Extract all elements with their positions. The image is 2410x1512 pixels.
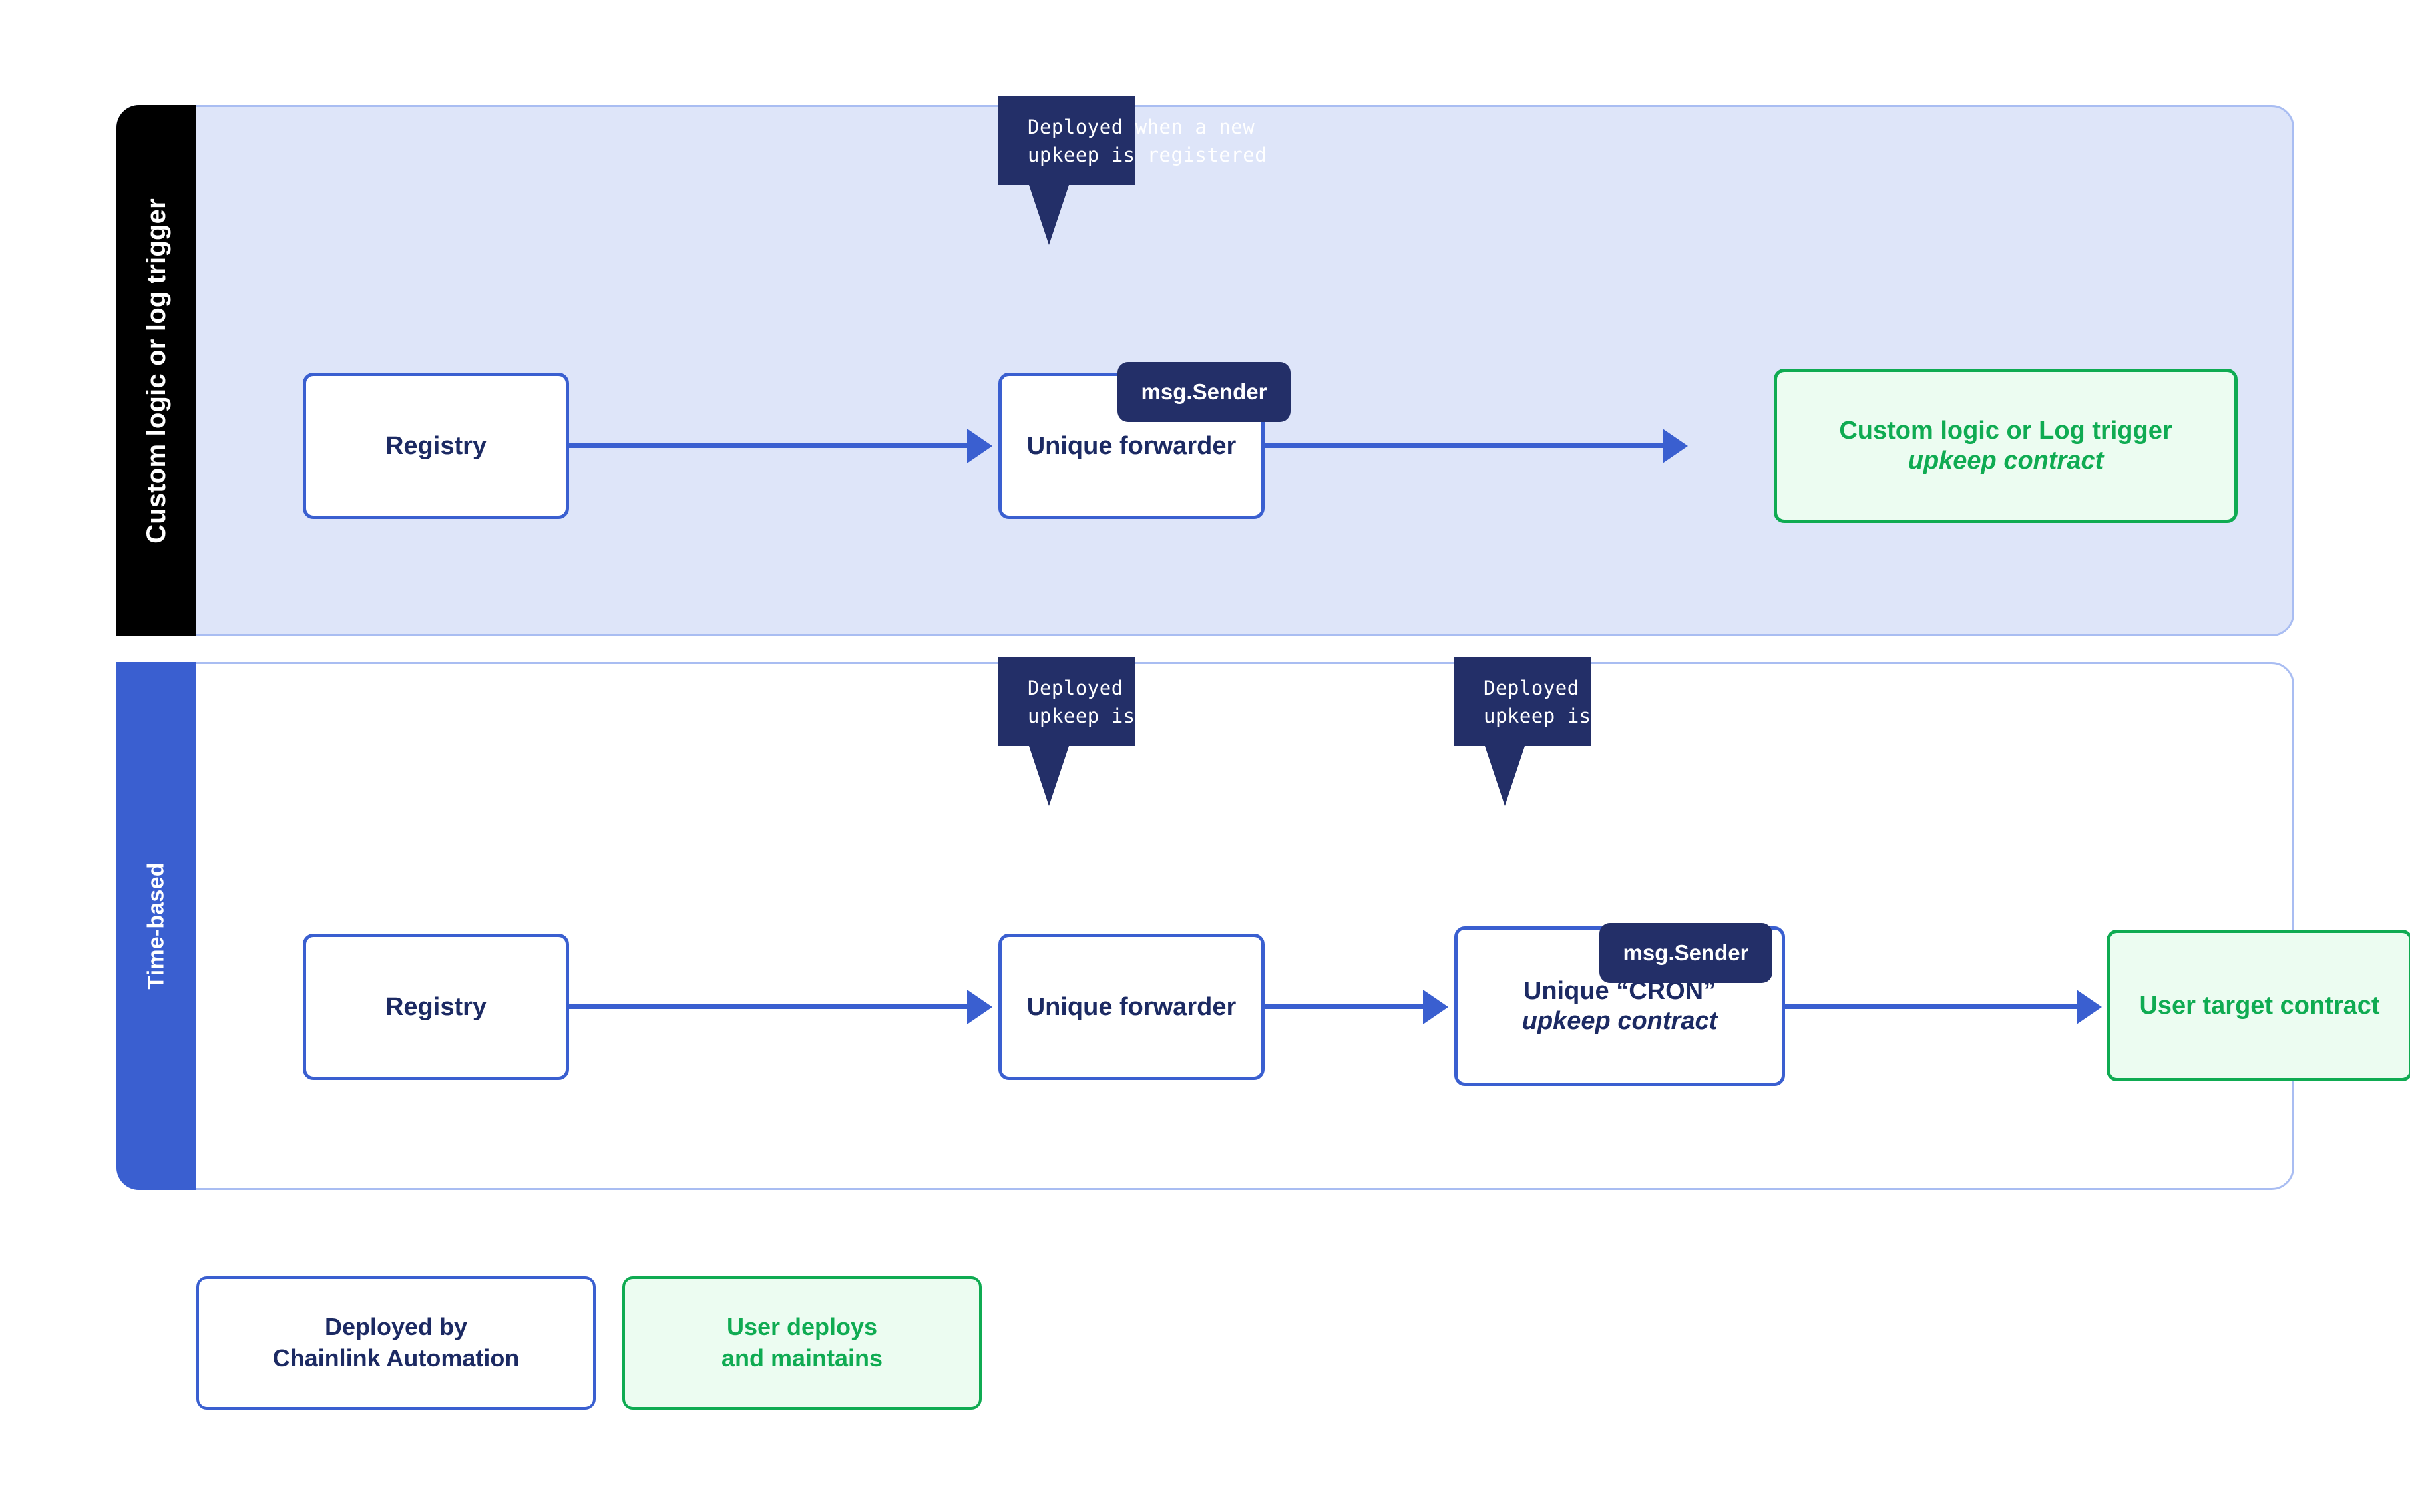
pill-msg-sender-custom: msg.Sender — [1117, 362, 1291, 422]
lane-label-time-based: Time-based — [143, 862, 169, 990]
legend-deployed-by-chainlink-automation-line1: Deployed by — [324, 1313, 468, 1341]
callout-line-2: upkeep is registered — [1028, 702, 1267, 730]
arrow-forwarder-to-target-custom — [1265, 443, 1663, 448]
callout-line-1: Deployed when a new — [1028, 674, 1255, 702]
arrow-head-forwarder-to-target-custom — [1663, 429, 1688, 463]
callout-deployed-when-new-upkeep-time-cron: Deployed when a new upkeep is registered — [1454, 657, 1722, 807]
arrow-registry-to-forwarder-time — [569, 1004, 967, 1009]
arrow-cron-to-user-target-time — [1785, 1004, 2077, 1009]
callout-line-2: upkeep is registered — [1484, 702, 1722, 730]
legend-deployed-by-chainlink-automation: Deployed by Chainlink Automation — [196, 1276, 596, 1410]
node-registry-time[interactable]: Registry — [303, 934, 569, 1080]
lane-panel-time-based: Time-based Registry Unique forwarder Dep… — [116, 657, 2410, 1190]
node-registry-custom[interactable]: Registry — [303, 373, 569, 519]
lane-strip-custom-logic: Custom logic or log trigger — [116, 105, 196, 636]
node-custom-logic-upkeep-contract-line1: Custom logic or Log trigger — [1839, 417, 2172, 445]
legend-deployed-by-chainlink-automation-line2: Chainlink Automation — [272, 1344, 520, 1372]
callout-deployed-when-new-upkeep-time-forwarder: Deployed when a new upkeep is registered — [998, 657, 1267, 807]
arrow-head-forwarder-to-cron-time — [1423, 990, 1448, 1024]
node-registry-time-label: Registry — [385, 992, 487, 1021]
lane-strip-time-based: Time-based — [116, 662, 196, 1190]
callout-deployed-when-new-upkeep-custom: Deployed when a new upkeep is registered — [998, 96, 1267, 246]
arrow-head-cron-to-user-target-time — [2077, 990, 2102, 1024]
callout-tail-icon — [1029, 746, 1069, 807]
callout-line-1: Deployed when a new — [1028, 113, 1255, 141]
callout-tail-icon — [1029, 185, 1069, 246]
node-custom-logic-upkeep-contract[interactable]: Custom logic or Log trigger upkeep contr… — [1774, 369, 2238, 523]
node-unique-forwarder-time-label: Unique forwarder — [1026, 992, 1237, 1021]
lane-label-custom-logic: Custom logic or log trigger — [141, 198, 171, 544]
arrow-head-registry-to-forwarder-custom — [967, 429, 992, 463]
lane-panel-time-based-body — [116, 662, 2294, 1190]
node-unique-forwarder-custom-label: Unique forwarder — [1026, 431, 1237, 460]
pill-msg-sender-custom-label: msg.Sender — [1141, 379, 1267, 404]
callout-line-1: Deployed when a new — [1484, 674, 1710, 702]
callout-line-2: upkeep is registered — [1028, 141, 1267, 169]
node-registry-custom-label: Registry — [385, 431, 487, 460]
arrow-forwarder-to-cron-time — [1265, 1004, 1423, 1009]
arrow-registry-to-forwarder-custom — [569, 443, 967, 448]
legend-user-deploys-and-maintains-line2: and maintains — [721, 1344, 883, 1372]
pill-msg-sender-time: msg.Sender — [1599, 923, 1772, 983]
node-user-target-contract[interactable]: User target contract — [2107, 930, 2410, 1081]
node-custom-logic-upkeep-contract-line2: upkeep contract — [1908, 447, 2104, 474]
node-user-target-contract-label: User target contract — [2139, 991, 2380, 1020]
callout-tail-icon — [1485, 746, 1525, 807]
node-unique-cron-upkeep-contract-line2: upkeep contract — [1521, 1007, 1718, 1035]
pill-msg-sender-time-label: msg.Sender — [1623, 940, 1749, 965]
arrow-head-registry-to-forwarder-time — [967, 990, 992, 1024]
node-unique-forwarder-time[interactable]: Unique forwarder — [998, 934, 1265, 1080]
legend-user-deploys-and-maintains-line1: User deploys — [726, 1313, 878, 1341]
lane-panel-custom-logic: Custom logic or log trigger Registry Uni… — [116, 96, 2294, 636]
legend-user-deploys-and-maintains: User deploys and maintains — [622, 1276, 982, 1410]
